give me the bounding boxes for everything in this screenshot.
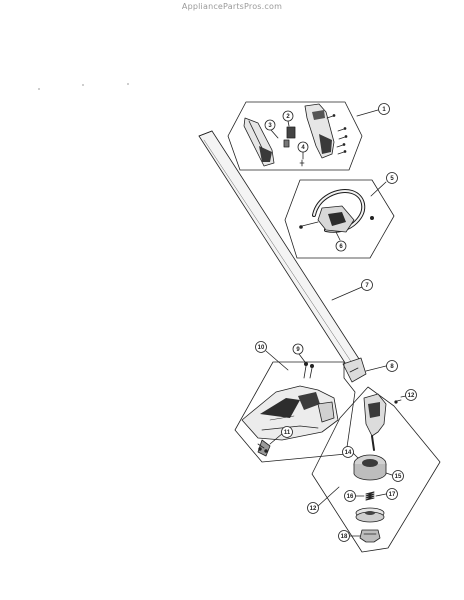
callout-8 <box>386 360 398 372</box>
callout-16-label: 16 <box>347 494 354 500</box>
clamp-screws <box>258 447 268 453</box>
shaft-tube <box>198 130 362 370</box>
trimmer-head-group: 12 12 14 15 16 17 18 <box>307 386 441 553</box>
scan-specks <box>38 83 129 90</box>
callout-10-label: 10 <box>258 345 265 351</box>
callout-1 <box>378 103 390 115</box>
callout-18-label: 18 <box>341 534 348 540</box>
callout-12-assembly <box>307 502 319 514</box>
callout-7 <box>361 279 373 291</box>
spring <box>365 491 375 501</box>
callout-7-label: 7 <box>365 283 369 289</box>
callout-12-screw <box>405 389 417 401</box>
drive-shaft: 7 8 <box>198 130 398 383</box>
callout-16 <box>344 490 356 502</box>
callout-9-label: 9 <box>296 347 300 353</box>
motor-housing-panel <box>234 361 356 463</box>
handle-screws <box>326 114 348 155</box>
callout-18 <box>338 530 350 542</box>
trigger-part <box>286 126 296 139</box>
callout-9 <box>292 343 304 355</box>
loop-handle-panel <box>284 179 395 259</box>
bump-knob <box>359 529 381 543</box>
callout-2 <box>282 110 294 122</box>
callout-17 <box>386 488 398 500</box>
callout-3 <box>264 119 276 131</box>
callout-1-label: 1 <box>382 107 386 113</box>
housing-screws <box>303 361 314 379</box>
callout-3-label: 3 <box>268 123 272 129</box>
callout-14 <box>342 446 354 458</box>
callout-14-label: 14 <box>345 450 352 456</box>
callout-6-label: 6 <box>339 244 343 250</box>
callout-5-label: 5 <box>390 176 394 182</box>
loop-handle-group: 5 6 <box>284 172 398 259</box>
callout-12-assembly-label: 12 <box>310 506 317 512</box>
callout-15-label: 15 <box>395 474 402 480</box>
callout-6 <box>335 240 347 252</box>
callout-12-screw-label: 12 <box>408 393 415 399</box>
callout-11 <box>281 426 293 438</box>
callout-11-label: 11 <box>284 430 291 436</box>
upper-handle-panel <box>227 101 363 171</box>
callout-8-label: 8 <box>390 364 394 370</box>
trimmer-head-panel <box>311 386 441 553</box>
callout-15 <box>392 470 404 482</box>
callout-2-label: 2 <box>286 114 290 120</box>
callout-4 <box>297 141 309 153</box>
callout-4-label: 4 <box>301 145 305 151</box>
motor-housing-group: 10 9 11 <box>234 341 356 463</box>
site-watermark: AppliancePartsPros.com <box>181 2 283 11</box>
callout-17-label: 17 <box>389 492 396 498</box>
callout-10 <box>255 341 267 353</box>
callout-5 <box>386 172 398 184</box>
upper-handle-group: 1 2 3 4 <box>227 101 390 171</box>
